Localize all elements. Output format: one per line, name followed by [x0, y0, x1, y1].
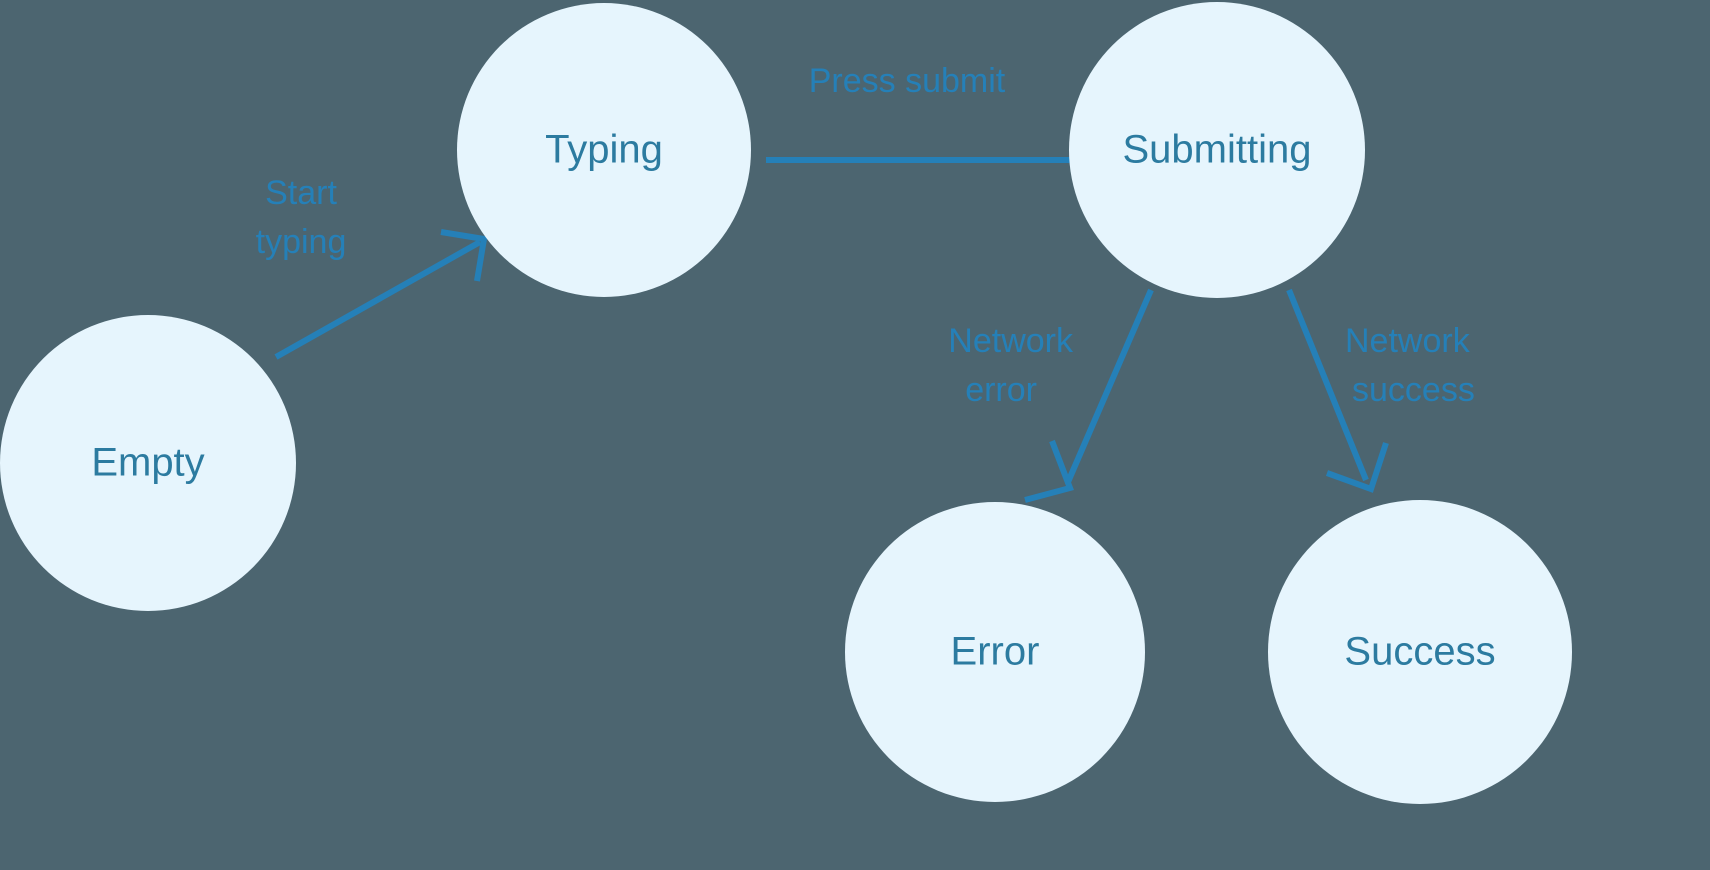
edge-submitting-to-success-arrowhead: [1325, 442, 1389, 493]
state-node-submitting[interactable]: Submitting: [1069, 2, 1365, 298]
state-node-error[interactable]: Error: [845, 502, 1145, 802]
edge-submitting-to-success-label-line-2: success: [1352, 371, 1475, 409]
edge-empty-to-typing-label-line-1: Start: [265, 174, 337, 212]
edge-empty-to-typing[interactable]: Start typing: [256, 174, 488, 360]
edge-submitting-to-error-arrowhead: [1024, 439, 1074, 503]
edge-submitting-to-error[interactable]: Network error: [948, 288, 1154, 503]
state-node-typing-label: Typing: [545, 128, 663, 172]
state-node-success[interactable]: Success: [1268, 500, 1572, 804]
edge-empty-to-typing-line: [274, 239, 482, 360]
edge-typing-to-submitting-label-line-1: Press submit: [809, 62, 1006, 100]
state-node-submitting-label: Submitting: [1123, 128, 1312, 172]
state-node-empty-circle: [0, 315, 296, 611]
edge-submitting-to-success[interactable]: Network success: [1286, 288, 1475, 493]
edge-empty-to-typing-label-line-2: typing: [256, 223, 347, 261]
edge-submitting-to-error-line: [1065, 288, 1154, 484]
state-node-empty[interactable]: Empty: [0, 315, 296, 611]
edge-submitting-to-error-label-line-2: error: [965, 371, 1037, 409]
state-node-typing-circle: [457, 3, 751, 297]
state-node-typing[interactable]: Typing: [457, 3, 751, 297]
state-node-empty-label: Empty: [91, 441, 204, 485]
edge-submitting-to-error-label-line-1: Network: [948, 322, 1074, 360]
state-node-submitting-circle: [1069, 2, 1365, 298]
edge-submitting-to-success-line: [1286, 288, 1369, 482]
edge-submitting-to-success-label-line-1: Network: [1345, 322, 1471, 360]
edge-empty-to-typing-arrowhead: [440, 229, 488, 282]
state-node-error-circle: [845, 502, 1145, 802]
state-node-success-label: Success: [1344, 630, 1495, 674]
state-node-error-label: Error: [951, 630, 1040, 674]
state-node-success-circle: [1268, 500, 1572, 804]
